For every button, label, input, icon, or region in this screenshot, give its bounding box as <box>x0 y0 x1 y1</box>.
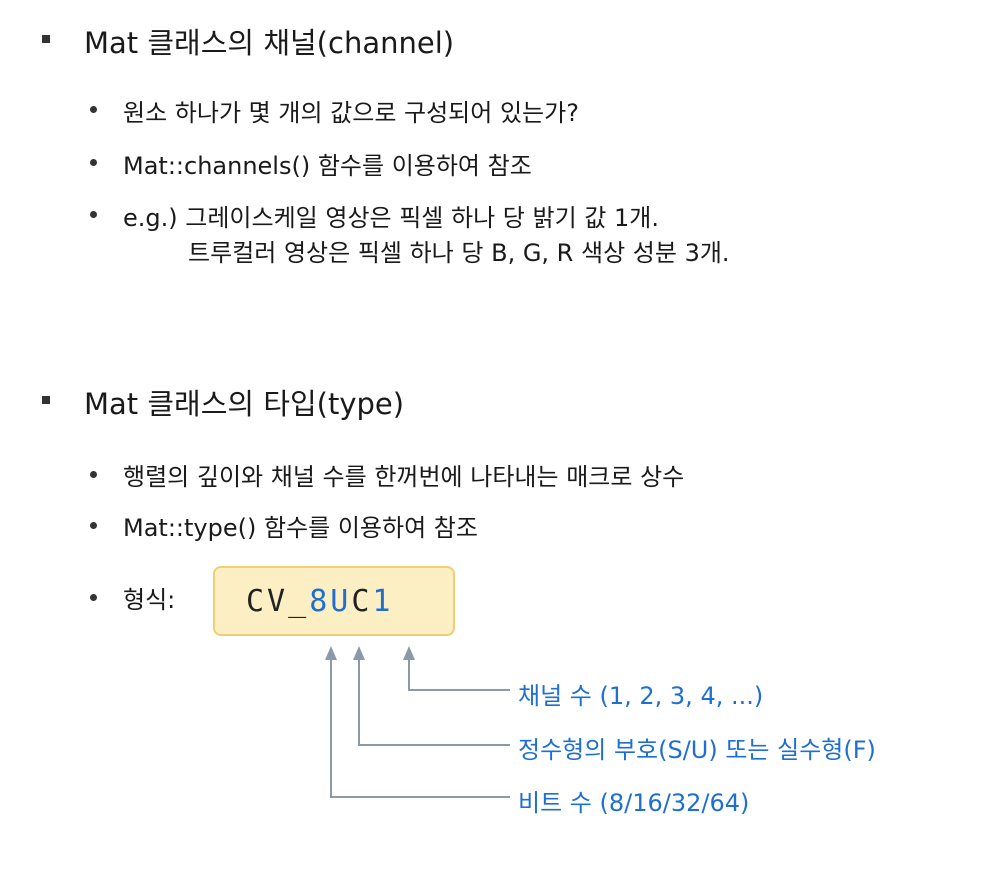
bullet-icon <box>90 106 97 113</box>
bullet-channel-definition: 원소 하나가 몇 개의 값으로 구성되어 있는가? <box>123 99 579 127</box>
code-bits: 8 <box>309 584 331 619</box>
code-prefix: CV_ <box>246 584 310 619</box>
bullet-type-function: Mat::type() 함수를 이용하여 참조 <box>123 514 478 542</box>
connector-bits <box>330 656 510 798</box>
bullet-icon <box>90 159 97 166</box>
code-channels: 1 <box>372 584 394 619</box>
bullet-channels-function: Mat::channels() 함수를 이용하여 참조 <box>123 152 532 180</box>
arrow-up-icon <box>325 646 337 660</box>
annotation-bits: 비트 수 (8/16/32/64) <box>518 789 750 817</box>
bullet-icon <box>90 594 97 601</box>
type-code: CV_8UC1 <box>246 584 393 619</box>
section-title-channel: Mat 클래스의 채널(channel) <box>84 26 455 60</box>
arrow-up-icon <box>403 646 415 660</box>
annotation-channels: 채널 수 (1, 2, 3, 4, ...) <box>518 682 764 710</box>
bullet-type-definition: 행렬의 깊이와 채널 수를 한꺼번에 나타내는 매크로 상수 <box>123 463 685 491</box>
bullet-icon <box>90 211 97 218</box>
section-title-type: Mat 클래스의 타입(type) <box>84 387 405 421</box>
code-c-letter: C <box>351 584 373 619</box>
section-marker-icon <box>42 35 50 43</box>
code-sign: U <box>330 584 352 619</box>
bullet-example-grayscale: e.g.) 그레이스케일 영상은 픽셀 하나 당 밝기 값 1개. <box>123 204 659 232</box>
connector-sign <box>358 656 510 746</box>
bullet-icon <box>90 522 97 529</box>
bullet-format-label: 형식: <box>123 586 176 614</box>
bullet-example-truecolor: 트루컬러 영상은 픽셀 하나 당 B, G, R 색상 성분 3개. <box>188 239 730 267</box>
type-code-box <box>213 566 455 636</box>
section-marker-icon <box>42 396 50 404</box>
annotation-sign: 정수형의 부호(S/U) 또는 실수형(F) <box>518 736 876 764</box>
connector-channels <box>408 656 510 691</box>
bullet-icon <box>90 471 97 478</box>
arrow-up-icon <box>353 646 365 660</box>
